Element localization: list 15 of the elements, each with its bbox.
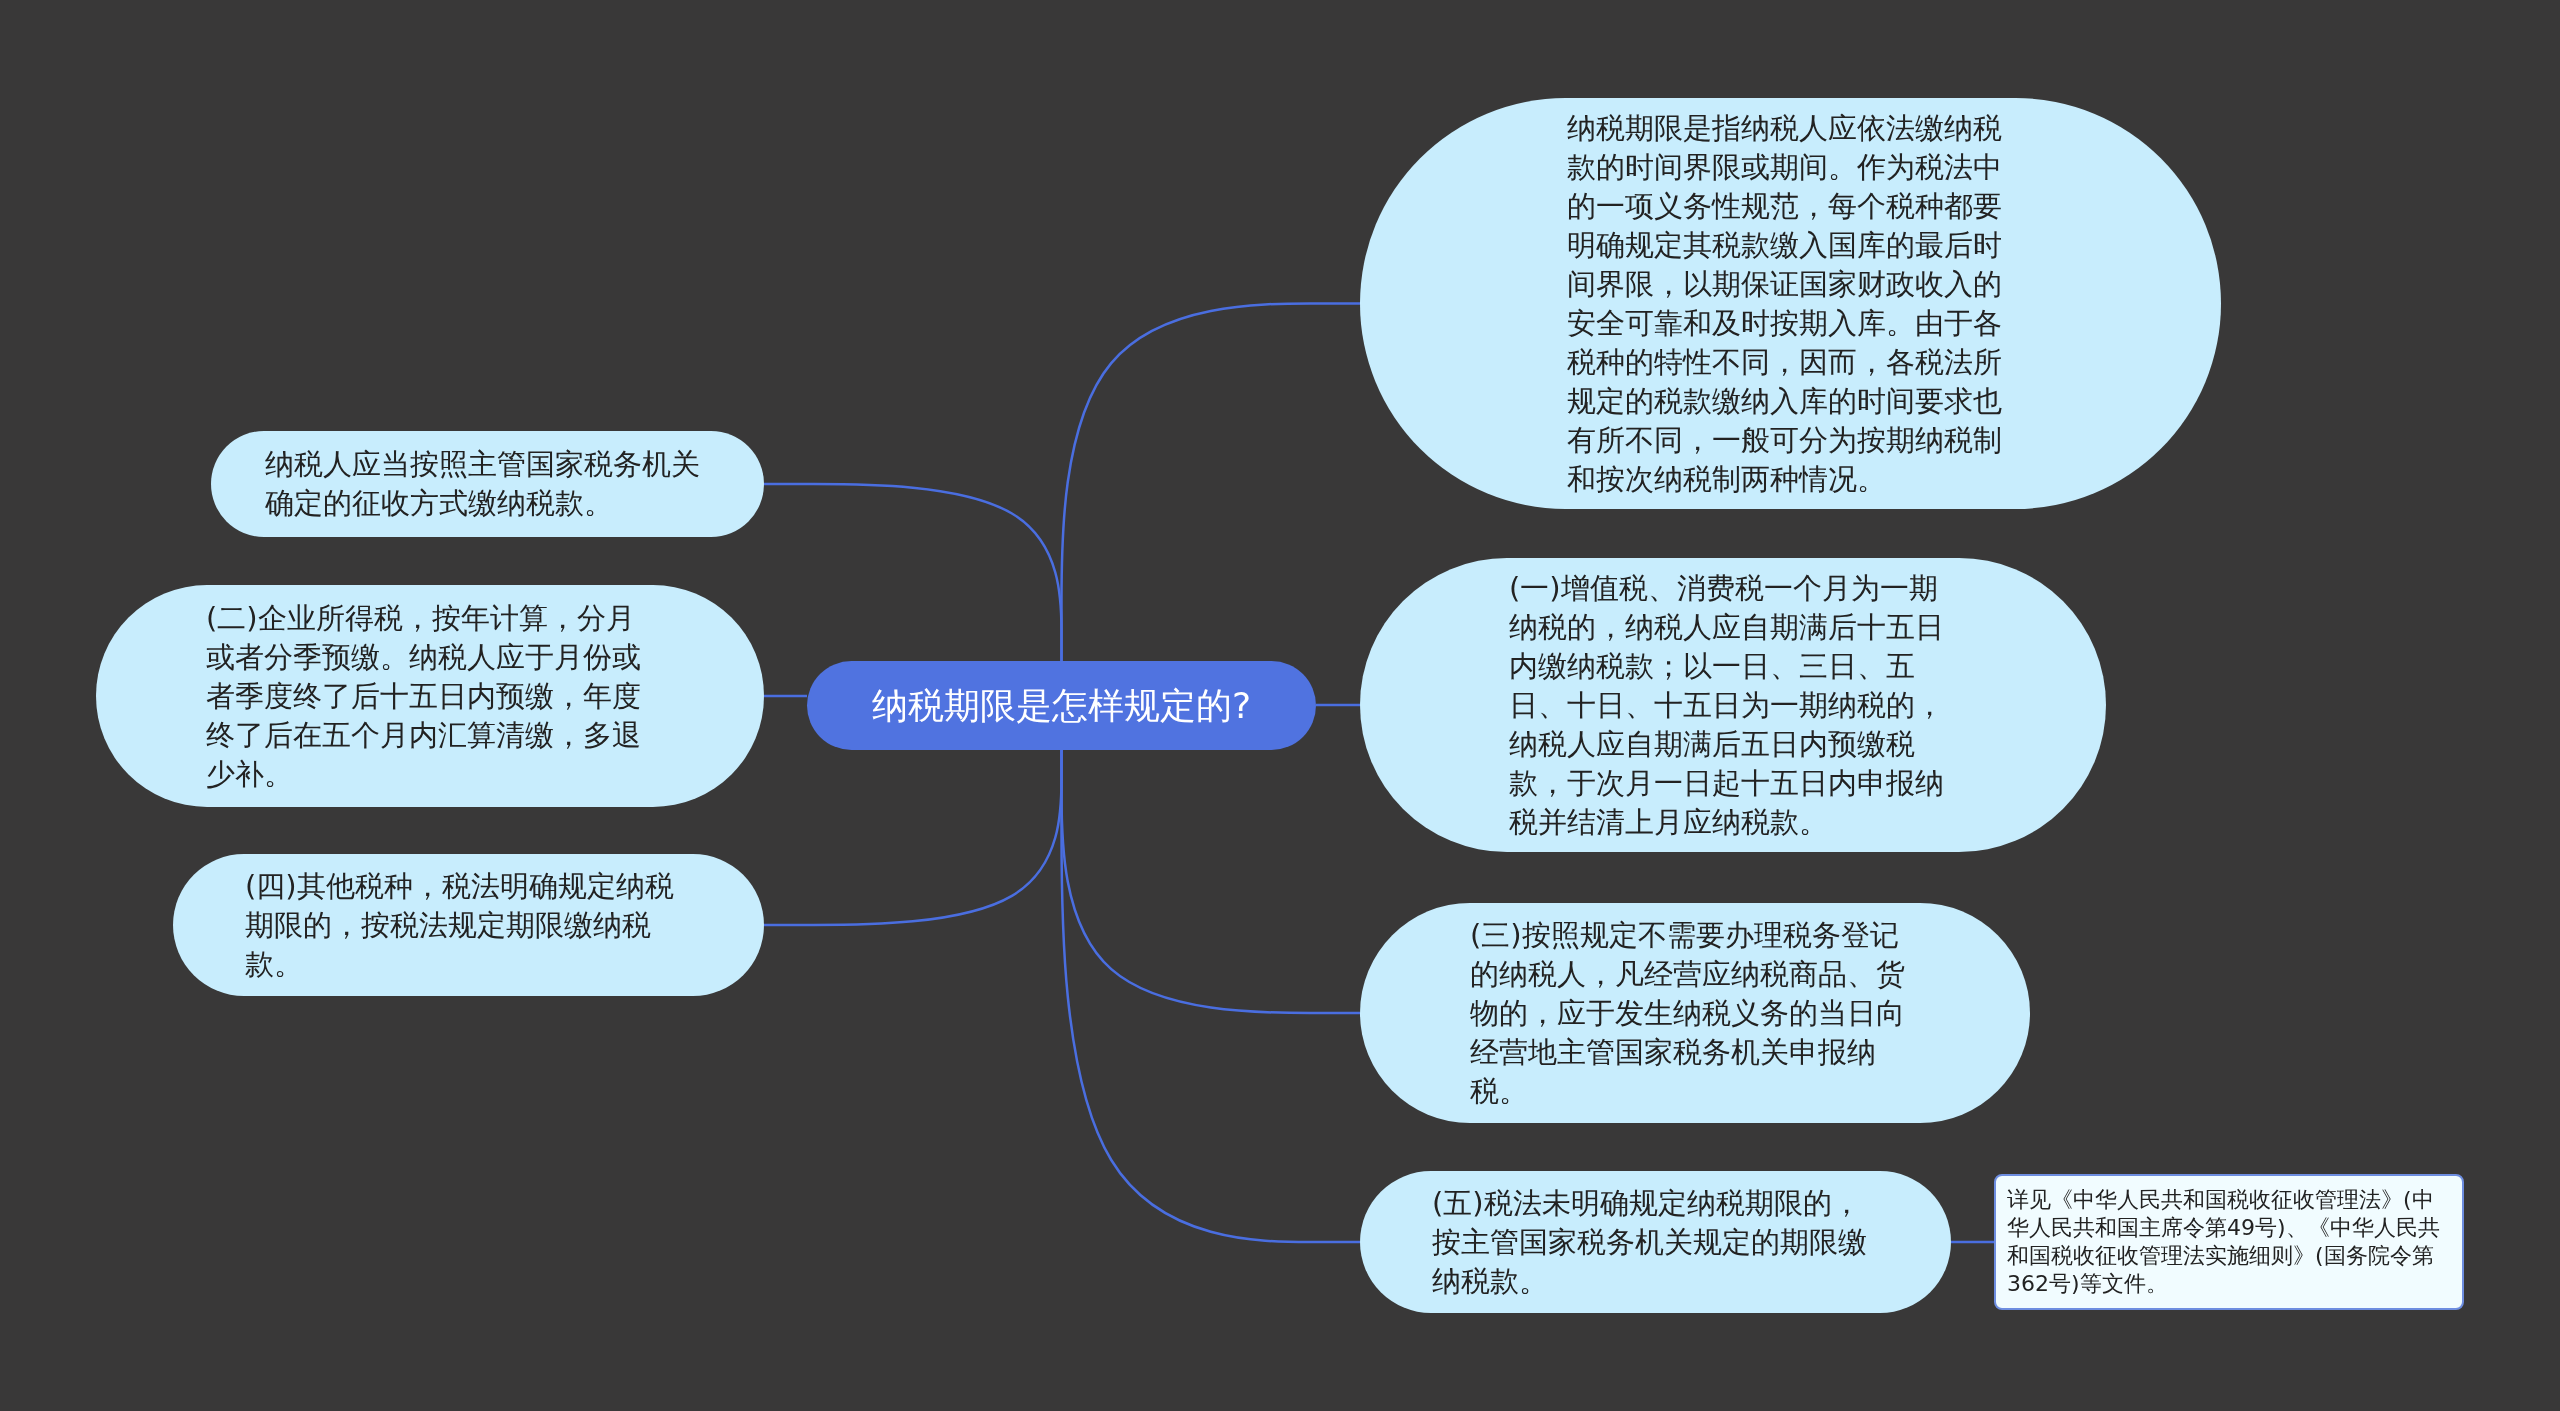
connector-line [764, 750, 1063, 927]
connector-line [764, 694, 807, 698]
topic-text: 详见《中华人民共和国税收征收管理法》(中华人民共和国主席令第49号)、《中华人民共和国税收征收管理法实施细则》(国务院令第362号)等文件。 [2007, 1186, 2441, 1298]
topic-text: (一)增值税、消费税一个月为一期纳税的，纳税人应自期满后十五日内缴纳税款；以一日、三日、五日、十日、十五日为一期纳税的，纳税人应自期满后五日内预缴税款，于次月一日起十五日内申报纳税并结清上月应纳税款。 [1509, 569, 1945, 841]
topic-text: (二)企业所得税，按年计算，分月或者分季预缴。纳税人应于月份或者季度终了后十五日内预缴，年度终了后在五个月内汇算清缴，多退少补。 [206, 599, 642, 793]
connector-line [764, 482, 1063, 661]
topic-text: 纳税期限是指纳税人应依法缴纳税款的时间界限或期间。作为税法中的一项义务性规范，每个税种都要明确规定其税款缴入国库的最后时间界限，以期保证国家财政收入的安全可靠和及时按期入库。由于各税种的特性不同，因而，各税法所规定的税款缴纳入库的时间要求也有所不同，一般可分为按期纳税制和按次纳税制两种情况。 [1567, 109, 2003, 498]
topic-text: (三)按照规定不需要办理税务登记的纳税人，凡经营应纳税商品、货物的，应于发生纳税义务的当日向经营地主管国家税务机关申报纳税。 [1470, 916, 1906, 1110]
topic-text: (五)税法未明确规定纳税期限的，按主管国家税务机关规定的期限缴纳税款。 [1432, 1184, 1868, 1300]
topic-title: 纳税期限是怎样规定的? [870, 683, 1253, 728]
connector-line [1951, 1240, 1994, 1244]
connector-line [1316, 703, 1360, 707]
topic-text: (四)其他税种，税法明确规定纳税期限的，按税法规定期限缴纳税款。 [245, 867, 675, 983]
topic-text: 纳税人应当按照主管国家税务机关确定的征收方式缴纳税款。 [265, 446, 701, 522]
note-box [1994, 1174, 2464, 1310]
